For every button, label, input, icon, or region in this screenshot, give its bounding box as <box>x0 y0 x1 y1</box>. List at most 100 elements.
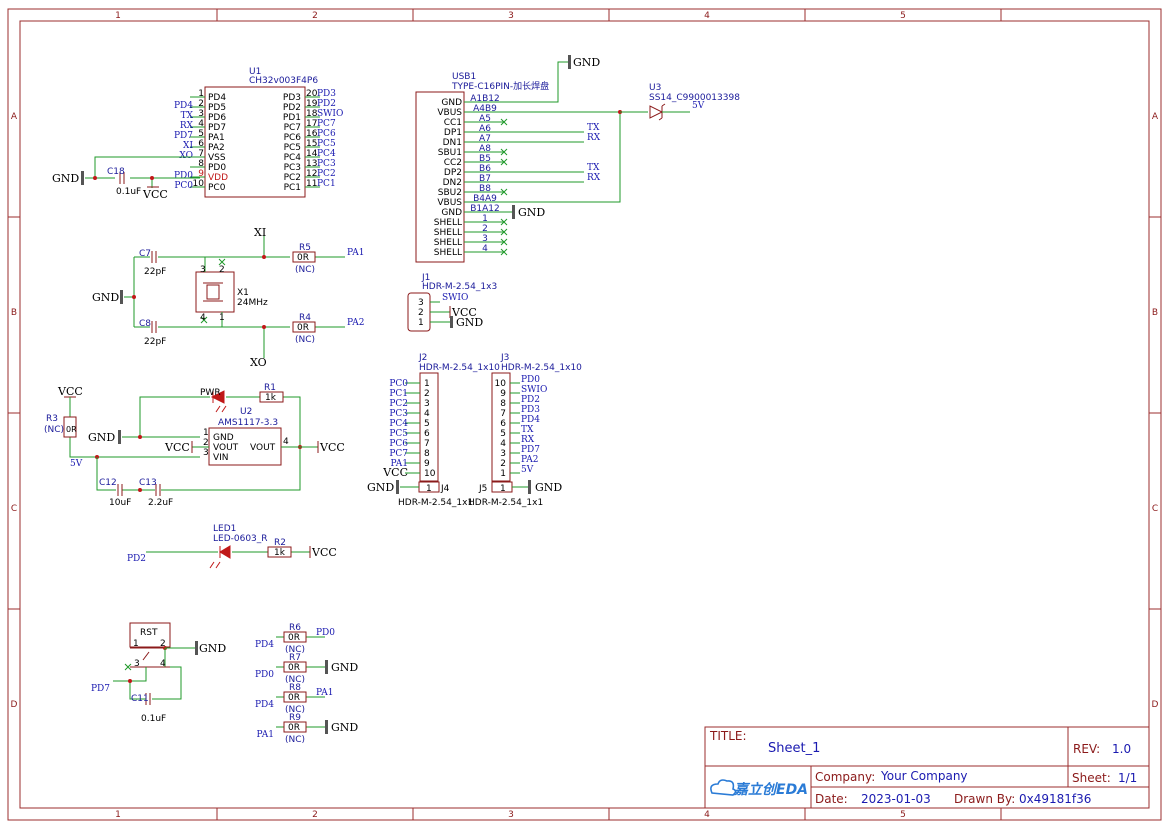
usb-pin-number: B4A9 <box>473 194 497 204</box>
col-label: 5 <box>900 810 906 820</box>
usb-pin-number: 2 <box>482 224 488 234</box>
u1-pin-number: 3 <box>198 109 204 119</box>
j3-part: HDR-M-2.54_1x10 <box>501 363 582 373</box>
c18-value: 0.1uF <box>116 187 141 197</box>
r4-nc: (NC) <box>295 335 315 345</box>
rgroup-right-net: GND <box>331 721 358 734</box>
x1-pin3: 3 <box>200 265 206 275</box>
c18-vcc-label: VCC <box>142 188 168 201</box>
power-net-5v: 5V <box>70 459 83 469</box>
u1-pin-name: PD5 <box>208 103 226 113</box>
u3-part: SS14_C9900013398 <box>649 93 740 103</box>
c11-value: 0.1uF <box>141 714 166 724</box>
u1-pin-number: 13 <box>306 159 317 169</box>
u2-num4: 4 <box>283 437 289 447</box>
c8-value: 22pF <box>144 337 166 347</box>
j3-pin-number: 5 <box>500 429 506 439</box>
cloud-icon <box>710 779 737 796</box>
x1-ref: X1 <box>237 288 249 298</box>
j5-pin: 1 <box>500 484 506 494</box>
u3-net-5v: 5V <box>692 101 705 111</box>
crystal-xi: XI <box>254 226 266 239</box>
j2-pin-list: 1PC02PC13PC24PC35PC46PC57PC68PC79PA110VC… <box>382 379 436 479</box>
u1-pin-name: PC4 <box>284 153 302 163</box>
rgroup-ref: R8 <box>289 683 301 693</box>
u1-body <box>204 86 306 198</box>
usb-pin-name: VBUS <box>437 108 462 118</box>
j2-pin-net: PA1 <box>391 459 408 469</box>
c13-ref: C13 <box>139 478 157 488</box>
j2-header: J2 HDR-M-2.54_1x10 1PC02PC13PC24PC35PC46… <box>382 353 500 482</box>
col-label: 3 <box>508 11 514 21</box>
j2-pin-net: PC0 <box>389 379 408 389</box>
j4-part: HDR-M-2.54_1x1 <box>398 498 473 508</box>
rgroup-value: 0R <box>288 693 300 703</box>
row-label: C <box>1152 504 1158 514</box>
j4-header: 1 J4 GND HDR-M-2.54_1x1 <box>367 480 473 508</box>
rgroup-left-net: PD4 <box>255 700 274 710</box>
col-label: 5 <box>900 11 906 21</box>
j2-pin-net: VCC <box>382 466 408 479</box>
usb-pin-name: SHELL <box>434 238 462 248</box>
drawn-by-value: 0x49181f36 <box>1019 792 1091 806</box>
j1-header: J1 HDR-M-2.54_1x3 3 2 1 SWIO VCC GND <box>407 273 497 332</box>
u2-pin-gnd: GND <box>213 433 234 443</box>
col-label: 3 <box>508 810 514 820</box>
j5-gnd: GND <box>535 481 562 494</box>
j5-part: HDR-M-2.54_1x1 <box>468 498 543 508</box>
rgroup-right-net: GND <box>331 661 358 674</box>
col-label: 2 <box>312 810 318 820</box>
col-label: 4 <box>704 11 710 21</box>
r5-ref: R5 <box>299 243 311 253</box>
rgroup-ref: R6 <box>289 623 301 633</box>
u1-pin-number: 7 <box>198 149 204 159</box>
power-section: VCC 0R R3 (NC) 5V C12 10uF C13 2.2uF GND… <box>44 383 345 508</box>
u2-num2: 2 <box>203 438 209 448</box>
usb-pin-name: CC1 <box>444 118 462 128</box>
x1-value: 24MHz <box>237 298 268 308</box>
r1-ref: R1 <box>264 383 276 393</box>
u1-pin-number: 4 <box>198 119 204 129</box>
j3-pin-number: 6 <box>500 419 506 429</box>
j1-pin3: 3 <box>418 298 424 308</box>
usb-body <box>415 91 465 263</box>
j2-pin-net: PC1 <box>389 389 408 399</box>
rst-pin4: 4 <box>160 659 166 669</box>
u1-pin-number: 8 <box>198 159 204 169</box>
rst-net-pd7: PD7 <box>91 684 110 694</box>
usb-pin-number: A5 <box>479 114 491 124</box>
u1-pin-number: 5 <box>198 129 204 139</box>
u1-pin-name: PC7 <box>284 123 301 133</box>
usb-pin-number: A4B9 <box>473 104 497 114</box>
j2-pin-net: PC5 <box>389 429 408 439</box>
u1-pin-net: PD4 <box>174 101 193 111</box>
x1-pin4: 4 <box>200 313 206 323</box>
j3-pin-number: 2 <box>500 459 506 469</box>
u1-pin-number: 16 <box>306 129 318 139</box>
col-label: 2 <box>312 11 318 21</box>
u1-pin-net: PC0 <box>174 181 193 191</box>
usb-pin-number: A8 <box>479 144 491 154</box>
j2-pin-number: 2 <box>424 389 430 399</box>
x1-pin1: 1 <box>219 313 225 323</box>
u1-ref: U1 <box>249 67 261 77</box>
j2-pin-net: PC2 <box>389 399 408 409</box>
rgroup-right-net: PD0 <box>316 628 335 638</box>
u1-pin-number: 9 <box>198 169 204 179</box>
rev-value: 1.0 <box>1112 742 1131 756</box>
j2-pin-number: 9 <box>424 459 430 469</box>
r3-ref: R3 <box>46 414 58 424</box>
usb-tx1: TX <box>587 123 600 133</box>
j2-pin-number: 8 <box>424 449 430 459</box>
usb-pin-number: 1 <box>482 214 488 224</box>
usb-pin-name: DP1 <box>444 128 462 138</box>
title-block: TITLE: Sheet_1 REV: 1.0 Company: Your Co… <box>704 726 1150 809</box>
u1-pin-name: VSS <box>208 153 226 163</box>
row-label: D <box>1152 700 1159 710</box>
rst-pin2: 2 <box>160 639 166 649</box>
c11-ref: C11 <box>131 694 149 704</box>
rgroup-nc: (NC) <box>285 645 305 655</box>
j3-pin-net: 5V <box>521 465 534 475</box>
